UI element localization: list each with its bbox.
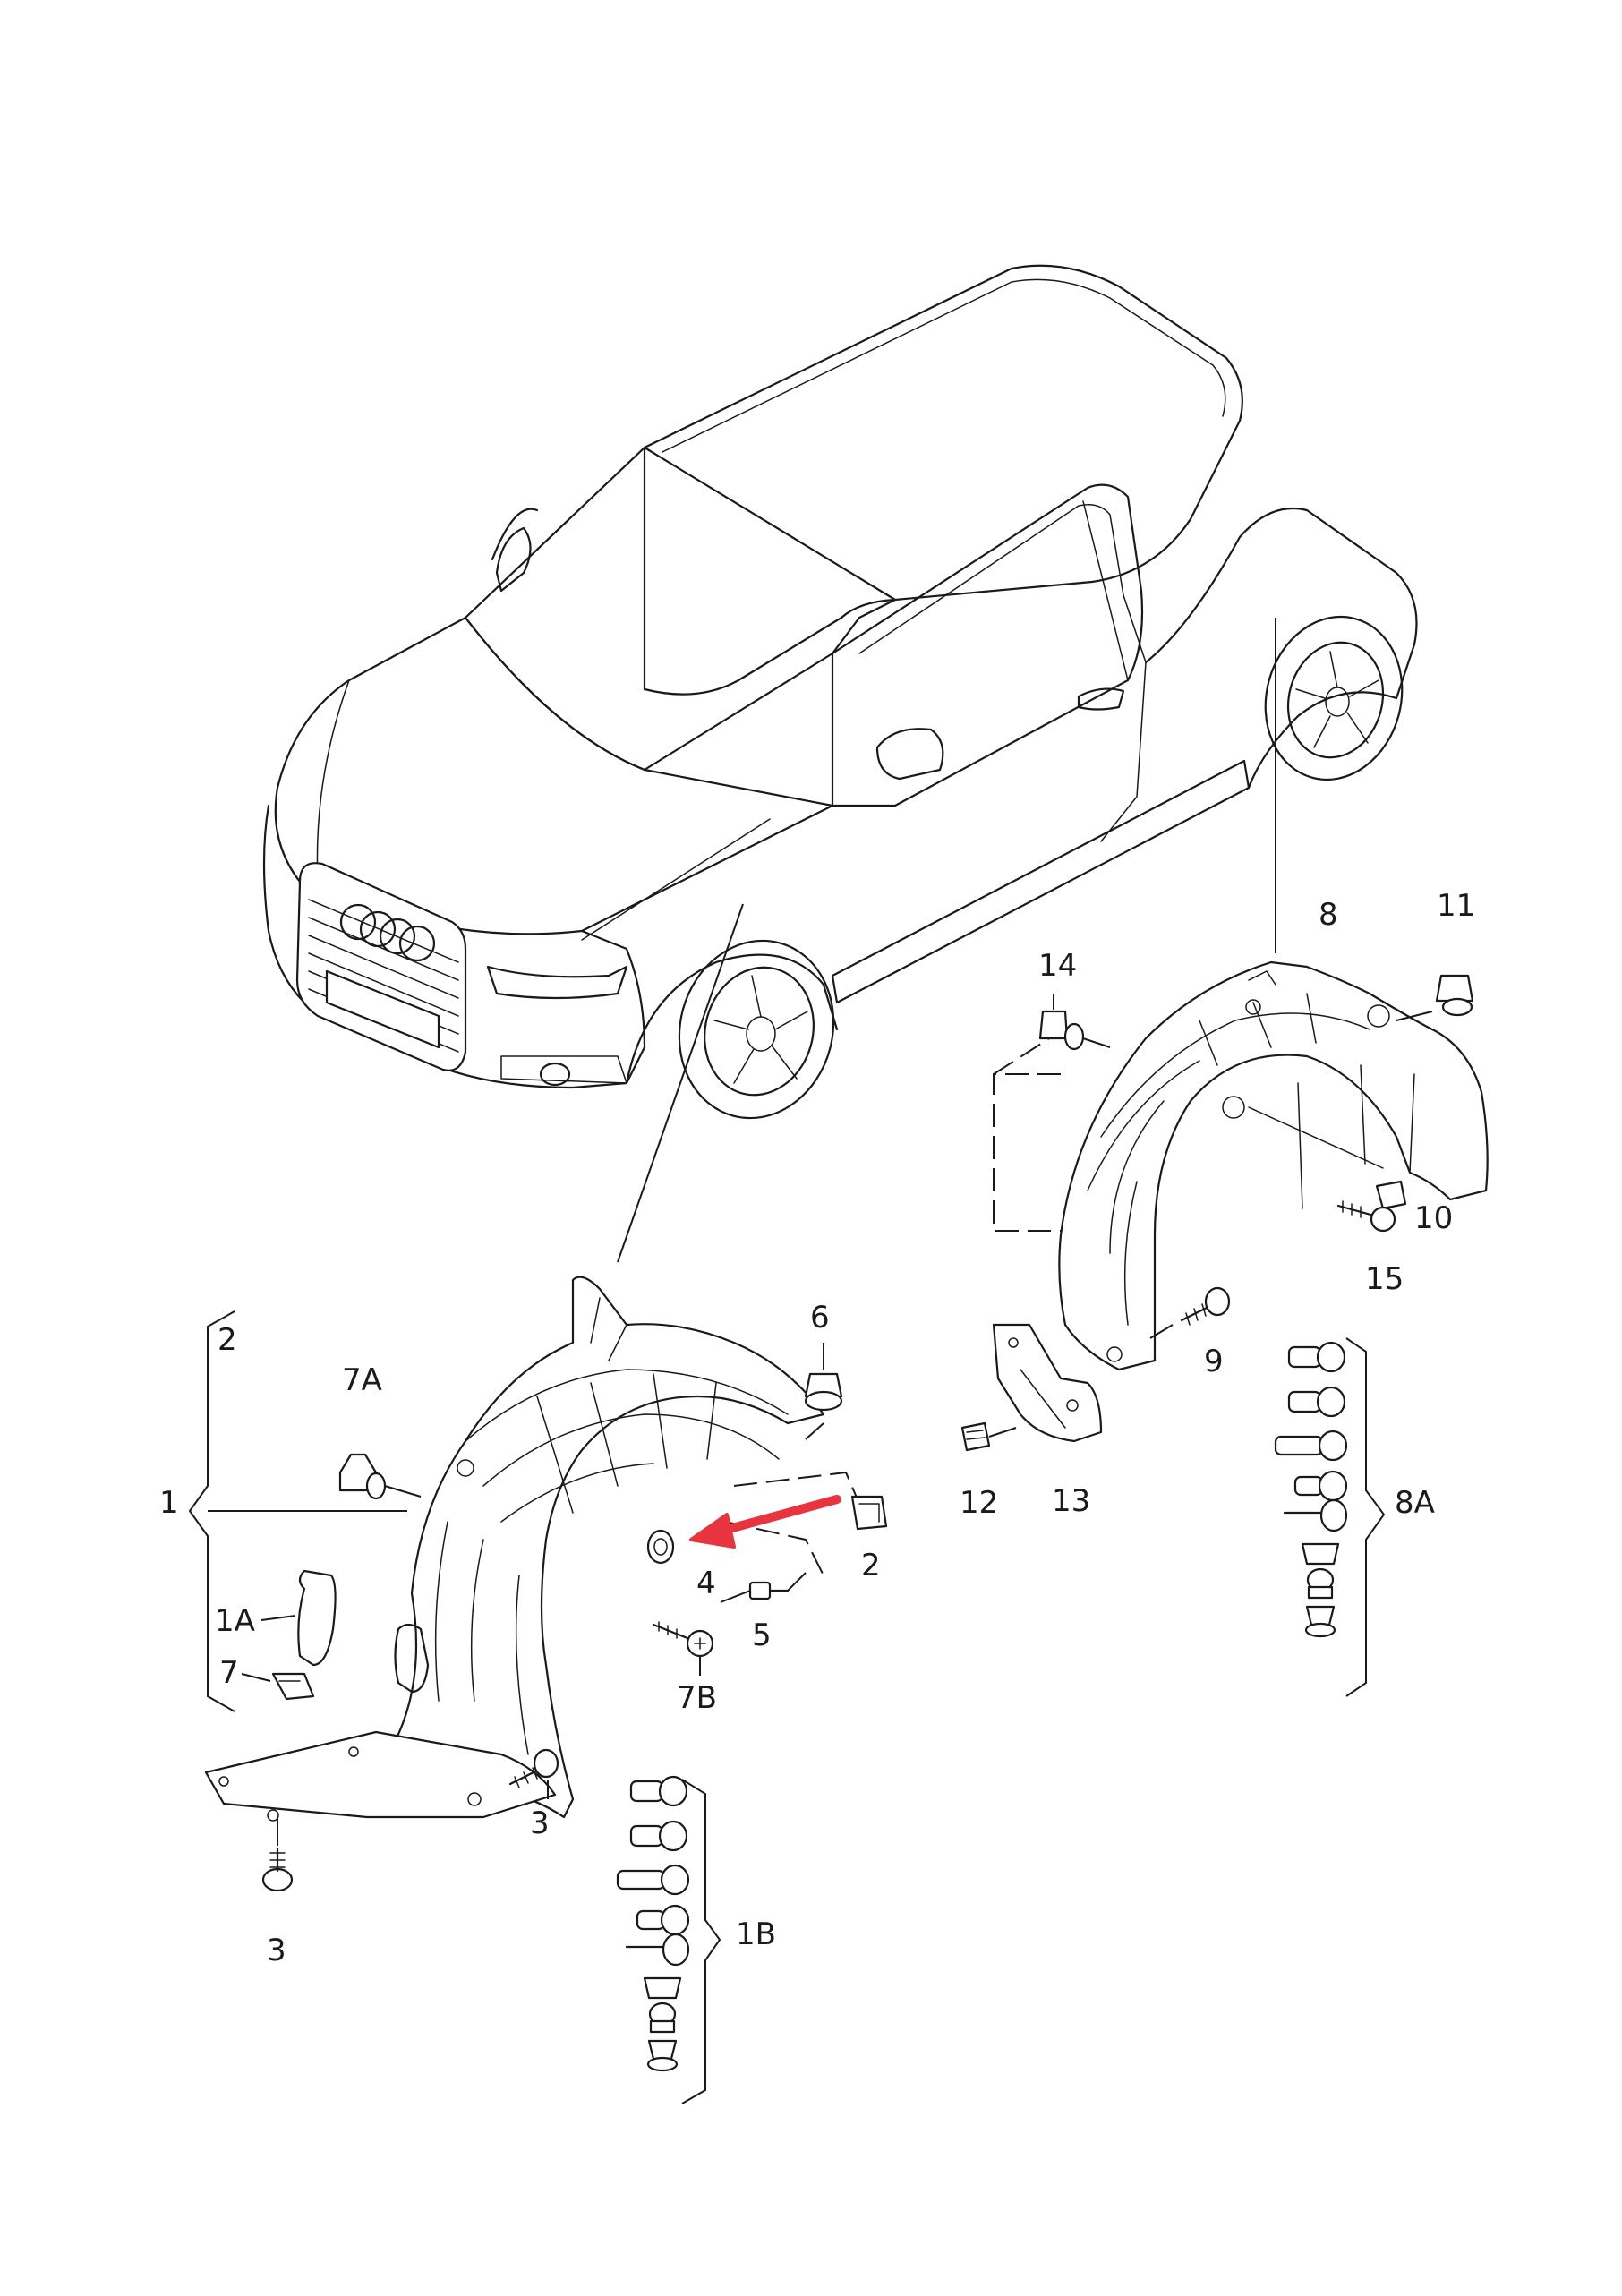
part-10-nut <box>1375 1180 1407 1210</box>
fastener-set-1B <box>616 1775 690 2072</box>
part-11-clip <box>1396 974 1474 1021</box>
bracket-1 <box>188 1310 235 1712</box>
part-4-nut <box>646 1529 675 1565</box>
part-7-nut <box>271 1672 315 1701</box>
callout-1B: 1B <box>736 1916 776 1952</box>
callout-labels: 8 11 14 10 15 9 8A 12 13 6 2 7A 1 2 4 5 … <box>159 888 1475 1968</box>
callout-8: 8 <box>1319 897 1338 933</box>
bracket-8A <box>1345 1337 1386 1697</box>
part-15-screw <box>1336 1200 1396 1233</box>
leader-7 <box>241 1673 271 1682</box>
callout-1: 1 <box>159 1485 179 1521</box>
callout-7: 7 <box>219 1655 239 1691</box>
car-drawing <box>262 264 1418 1120</box>
part-9-screw <box>1149 1286 1231 1339</box>
rear-dashed-guide <box>993 1073 1061 1232</box>
callout-10: 10 <box>1414 1200 1453 1236</box>
callout-1A: 1A <box>215 1603 255 1639</box>
part-13-bracket <box>992 1323 1103 1443</box>
callout-8A: 8A <box>1395 1485 1435 1521</box>
callout-2: 2 <box>861 1548 881 1583</box>
leader-5-part <box>720 1590 751 1603</box>
callout-2-bracket: 2 <box>218 1322 237 1358</box>
callout-7B: 7B <box>677 1680 717 1716</box>
callout-13: 13 <box>1052 1483 1090 1519</box>
front-wheel-housing-liner <box>204 1276 860 1822</box>
part-5-bolt <box>748 1572 807 1600</box>
fastener-set-8A <box>1274 1341 1348 1638</box>
front-wheel <box>678 939 835 1120</box>
callout-15: 15 <box>1365 1261 1404 1297</box>
bracket-1B <box>681 1779 721 2104</box>
dashed-guide <box>733 1471 860 1505</box>
part-14-clip <box>1038 994 1111 1051</box>
part-3b-screw <box>261 1817 294 1892</box>
callout-7A: 7A <box>342 1362 382 1398</box>
part-2-clip <box>850 1495 888 1531</box>
part-7A-clip <box>338 1453 422 1500</box>
callout-12: 12 <box>960 1485 998 1521</box>
part-6-clip <box>804 1343 843 1412</box>
part-7B-screw <box>652 1621 714 1658</box>
audi-rings-logo <box>339 903 436 962</box>
callout-3b: 3 <box>267 1933 286 1968</box>
rear-wheel-housing-liner <box>993 960 1489 1371</box>
callout-11: 11 <box>1437 888 1475 924</box>
part-3a-screw <box>508 1748 559 1788</box>
rear-wheel <box>1264 615 1404 781</box>
callout-3a: 3 <box>530 1805 550 1841</box>
callout-9: 9 <box>1204 1344 1224 1379</box>
red-pointer-arrow <box>689 1495 841 1549</box>
callout-6: 6 <box>810 1300 830 1336</box>
front-liner-leader <box>617 903 744 1263</box>
callout-14: 14 <box>1038 948 1077 984</box>
callout-5: 5 <box>752 1617 772 1653</box>
part-12-clip <box>960 1421 1017 1452</box>
callout-4: 4 <box>696 1566 716 1601</box>
leader-1A <box>260 1615 296 1621</box>
leader-6-part <box>805 1422 824 1440</box>
